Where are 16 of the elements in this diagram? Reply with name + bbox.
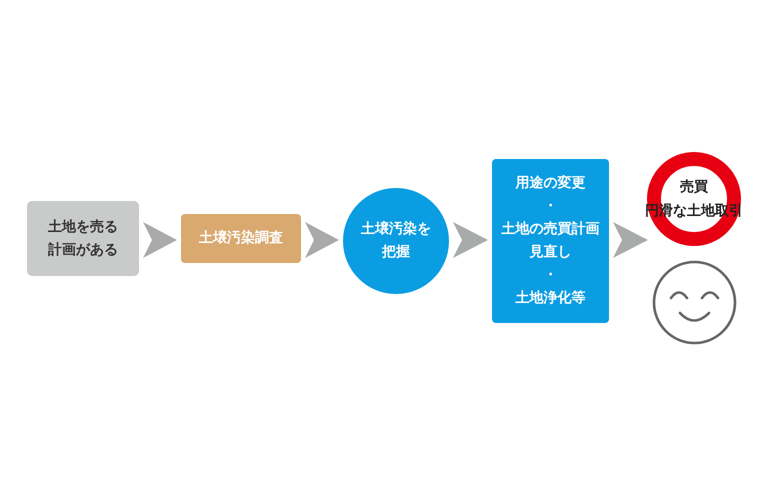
chevron-arrow	[453, 222, 488, 258]
process-box	[492, 159, 609, 323]
node-text: 土地の売買計画見直し	[500, 220, 600, 262]
node-text: 用途の変更	[516, 174, 586, 193]
process-box	[181, 214, 301, 263]
chevron-arrow	[305, 222, 339, 258]
chevron-arrow	[143, 222, 177, 258]
node-text: 土壌汚染を把握	[360, 220, 432, 262]
node-text: ・	[544, 197, 558, 216]
node-text: 売買	[680, 178, 708, 197]
process-box	[27, 201, 139, 276]
node-text: ・	[544, 266, 558, 285]
node-text: 土地を売る計画がある	[47, 218, 119, 260]
node-text: 土地浄化等	[516, 289, 586, 308]
chevron-arrow	[613, 222, 648, 258]
node-text: 土壌汚染調査	[199, 228, 283, 248]
